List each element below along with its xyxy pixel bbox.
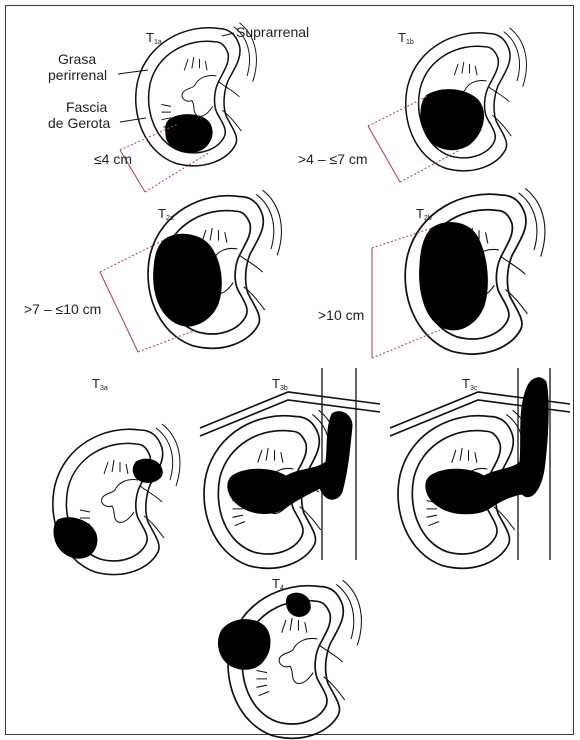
panel-t2b: T2b >10 cm: [318, 188, 545, 358]
stage-label-t3c: T3c: [462, 376, 478, 392]
panel-t3c: T3c: [390, 368, 570, 568]
stage-label-t1b: T1b: [398, 30, 414, 46]
panel-t3b: T3b: [200, 368, 380, 568]
size-label-t1b: >4 – ≤7 cm: [298, 151, 368, 167]
label-perirrenal: perirrenal: [48, 67, 107, 83]
label-suprarrenal: Suprarrenal: [236, 24, 309, 40]
panel-t4: T4: [219, 576, 362, 738]
stage-label-t2b: T2b: [416, 206, 432, 222]
label-fascia: Fascia: [66, 99, 107, 115]
label-grasa: Grasa: [58, 51, 96, 67]
panel-t1b: T1b >4 – ≤7 cm: [298, 28, 526, 182]
size-label-t2a: >7 – ≤10 cm: [24, 301, 101, 317]
annotation-group: Suprarrenal Grasa perirrenal Fascia de G…: [48, 24, 309, 131]
stage-label-t3a: T3a: [92, 376, 108, 392]
label-gerota: de Gerota: [48, 115, 110, 131]
stage-label-t3b: T3b: [272, 376, 288, 392]
size-label-t2b: >10 cm: [318, 307, 364, 323]
stage-label-t2a: T2a: [158, 206, 174, 222]
stage-label-t1a: T1a: [146, 30, 162, 46]
panel-t2a: T2a >7 – ≤10 cm: [24, 190, 281, 352]
panel-t1a: T1a ≤4 cm: [94, 23, 256, 192]
size-label-t1a: ≤4 cm: [94, 151, 132, 167]
stage-label-t4: T4: [272, 576, 284, 592]
panel-t3a: T3a: [53, 376, 180, 575]
